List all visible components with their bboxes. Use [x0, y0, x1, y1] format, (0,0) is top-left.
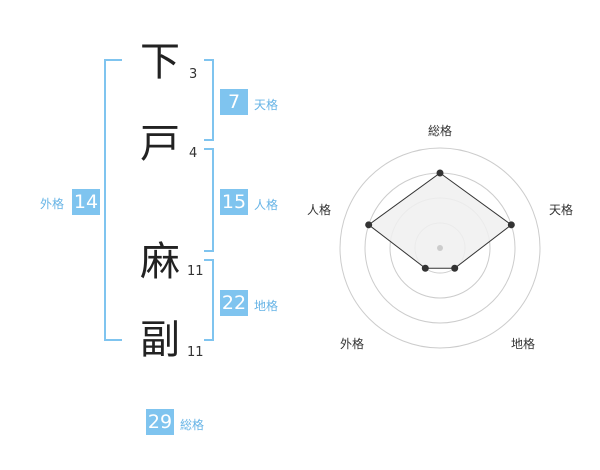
radar-value-polygon	[367, 172, 513, 269]
name-char-2-strokes: 4	[189, 146, 198, 161]
radar-axis-label-gaikaku: 外格	[340, 337, 365, 351]
radar-axis-label-chikaku: 地格	[511, 337, 536, 351]
name-char-4-strokes: 11	[187, 345, 204, 360]
jinkaku-badge: 15	[220, 189, 248, 215]
name-char-4: 副	[140, 317, 180, 363]
chikaku-badge: 22	[220, 290, 248, 316]
gaikaku-badge: 14	[72, 189, 100, 215]
gaikaku-label: 外格	[40, 197, 65, 211]
tenkaku-label: 天格	[254, 98, 279, 112]
radar-axis-label-tenkaku: 天格	[549, 203, 574, 217]
tenkaku-bracket	[204, 59, 214, 141]
jinkaku-bracket	[204, 148, 214, 252]
radar-point-3	[421, 264, 429, 272]
name-char-1-strokes: 3	[189, 67, 198, 82]
radar-axis-label-jinkaku: 人格	[307, 203, 332, 217]
chikaku-label: 地格	[254, 299, 279, 313]
gaikaku-bracket	[104, 59, 122, 341]
name-char-1: 下	[140, 39, 180, 85]
tenkaku-badge: 7	[220, 89, 248, 115]
name-char-2: 戸	[140, 121, 180, 167]
radar-point-4	[365, 221, 373, 229]
jinkaku-label: 人格	[254, 198, 279, 212]
radar-point-2	[451, 264, 459, 272]
soukaku-label: 総格	[180, 418, 205, 432]
soukaku-badge: 29	[146, 409, 174, 435]
radar-axis-label-soukaku: 総格	[428, 124, 453, 138]
chikaku-bracket	[204, 259, 214, 341]
radar-point-0	[436, 169, 444, 177]
radar-center-dot	[437, 245, 443, 251]
radar-point-1	[507, 221, 515, 229]
name-char-3-strokes: 11	[187, 264, 204, 279]
name-char-3: 麻	[140, 239, 180, 285]
